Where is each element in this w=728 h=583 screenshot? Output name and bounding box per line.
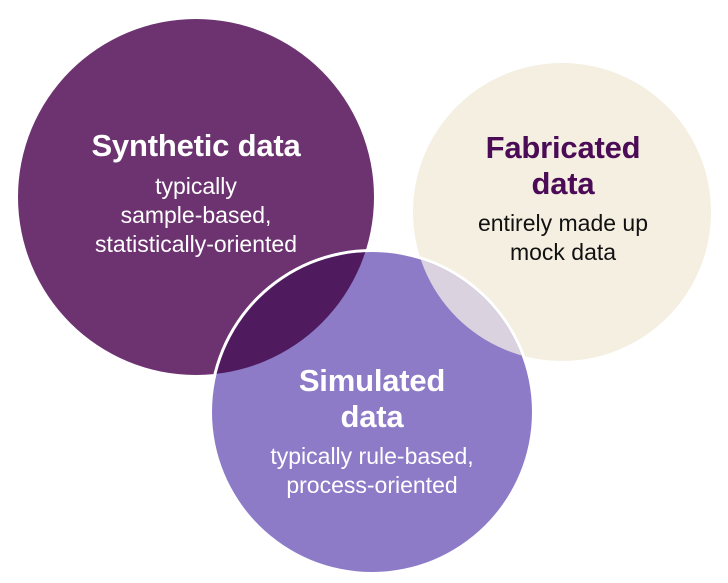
set-label-simulated: Simulated data typically rule-based, pro…	[222, 363, 522, 501]
fabricated-title-line-1: Fabricated	[485, 130, 641, 165]
set-title-simulated: Simulated data	[222, 363, 522, 435]
set-label-synthetic: Synthetic data typically sample-based, s…	[36, 128, 356, 260]
circle-fabricated	[413, 63, 711, 361]
simulated-title-line-1: Simulated	[298, 363, 446, 398]
fabricated-desc-line-2: mock data	[509, 239, 617, 266]
simulated-title-line-2: data	[340, 398, 404, 434]
simulated-desc-line-1: typically rule-based,	[270, 442, 474, 469]
synthetic-desc-line-2: sample-based,	[120, 202, 272, 229]
synthetic-desc-line-3: statistically-oriented	[95, 231, 297, 258]
set-description-fabricated: entirely made up mock data	[432, 209, 694, 268]
set-description-simulated: typically rule-based, process-oriented	[222, 442, 522, 501]
intersection-synthetic-simulated	[212, 252, 374, 375]
simulated-desc-line-2: process-oriented	[286, 472, 458, 499]
set-label-fabricated: Fabricated data entirely made up mock da…	[432, 130, 694, 268]
synthetic-desc-line-1: typically	[155, 172, 237, 199]
fabricated-title-line-2: data	[531, 165, 595, 201]
set-description-synthetic: typically sample-based, statistically-or…	[36, 172, 356, 260]
set-title-synthetic: Synthetic data	[91, 128, 301, 163]
fabricated-desc-line-1: entirely made up	[477, 209, 649, 236]
set-title-fabricated: Fabricated data	[432, 130, 694, 202]
